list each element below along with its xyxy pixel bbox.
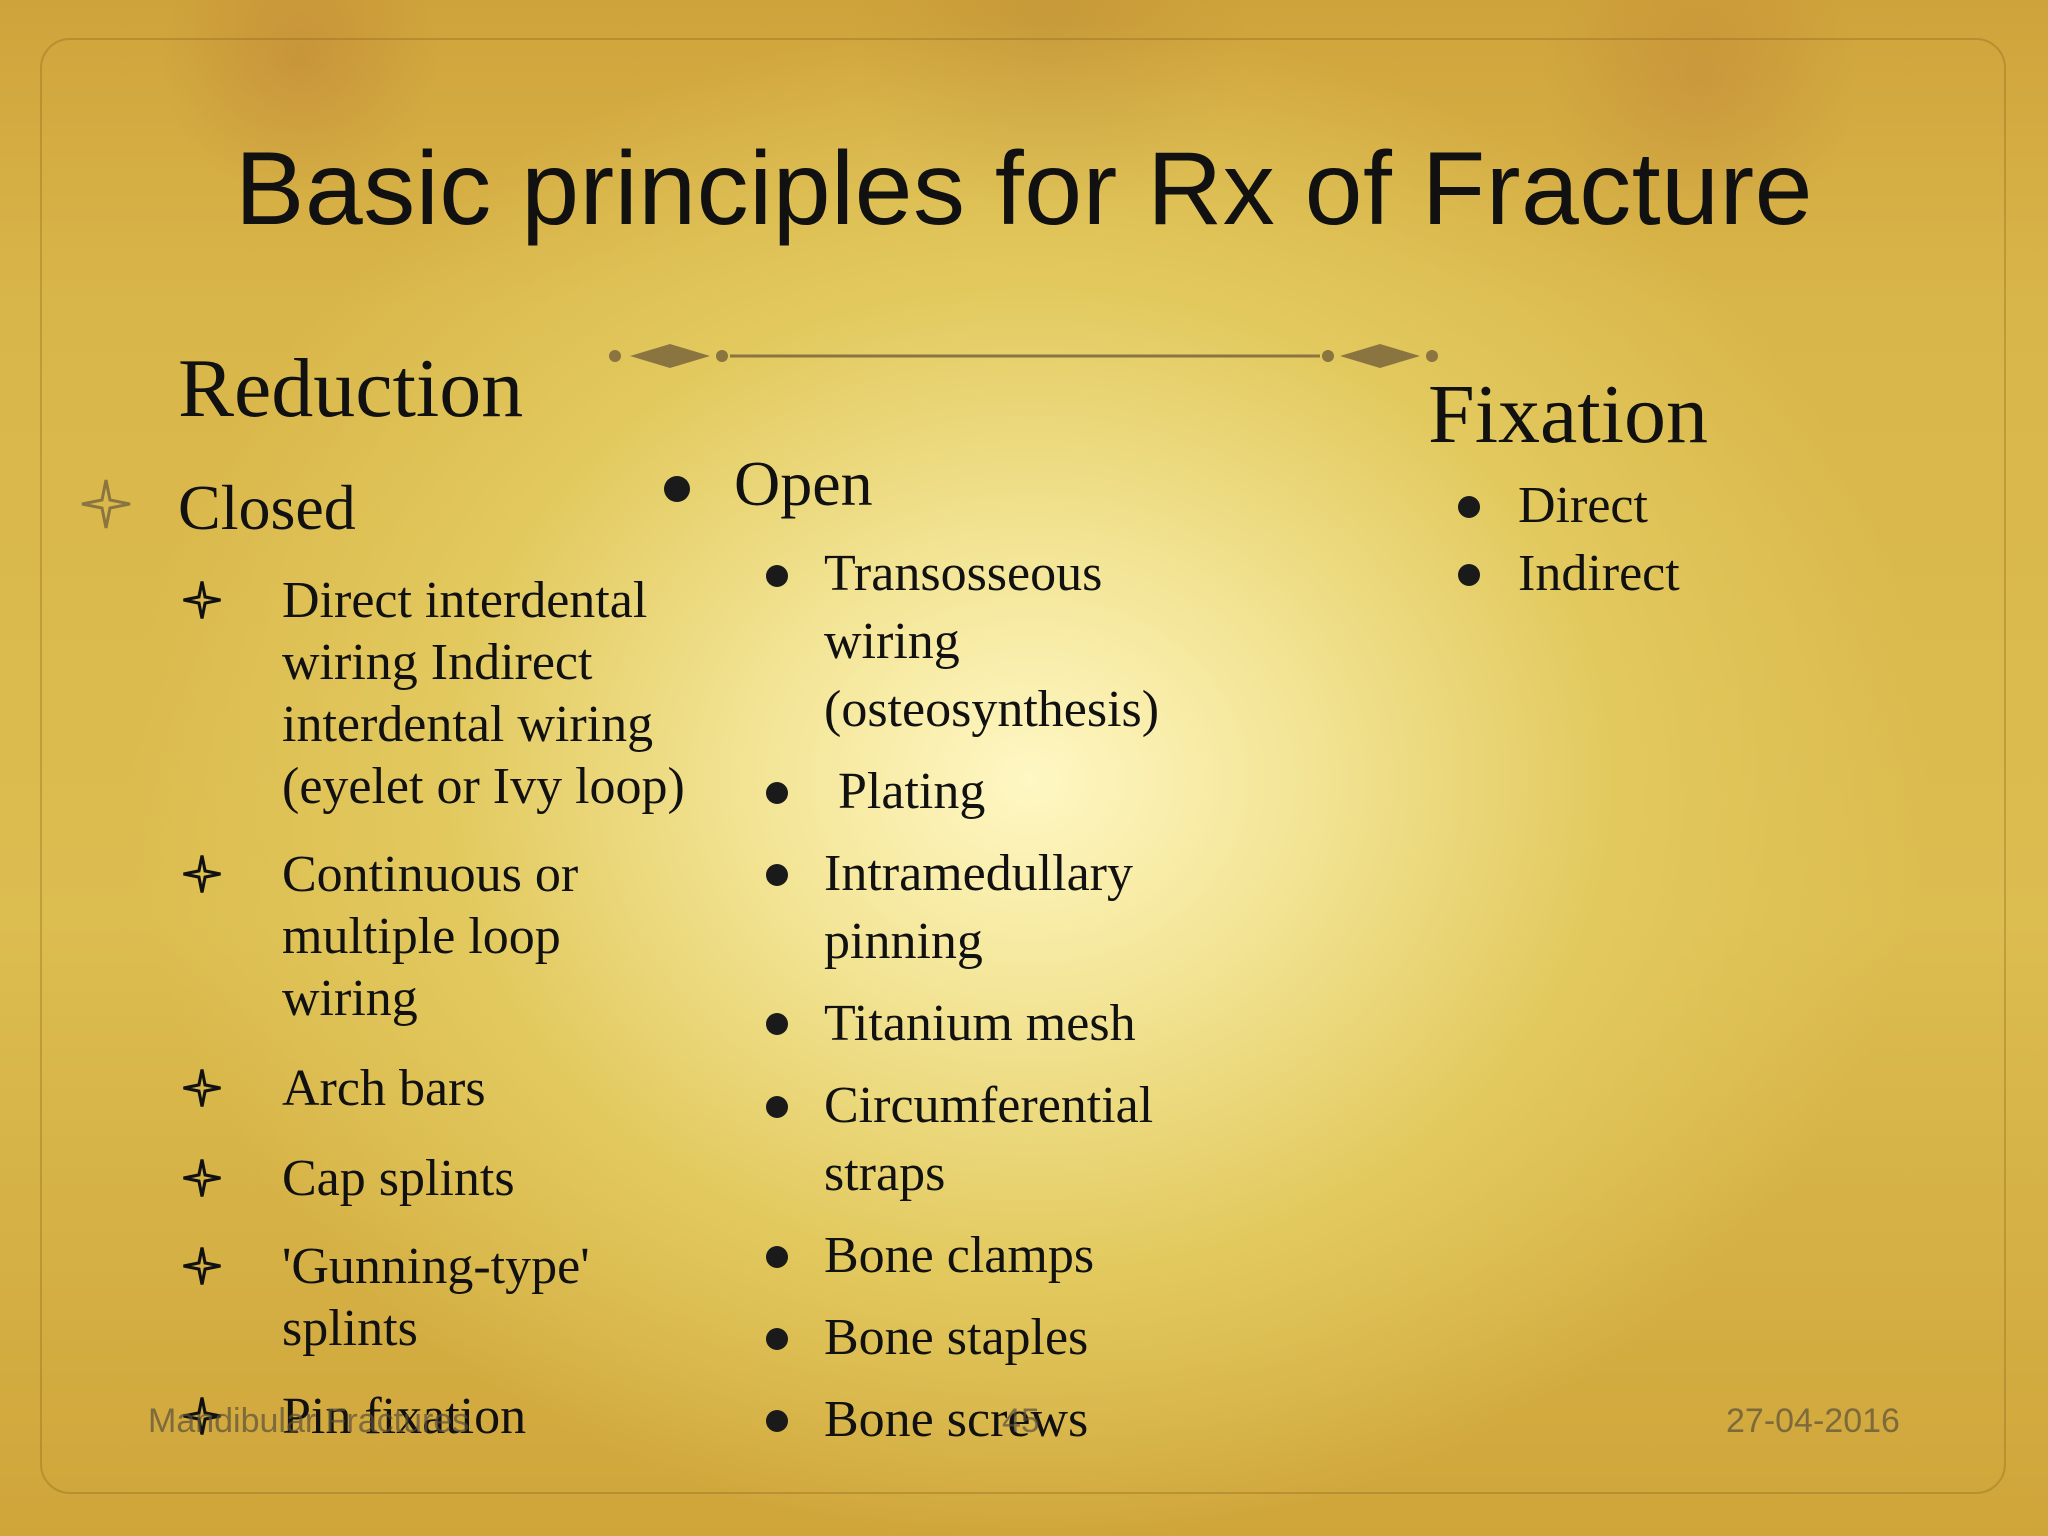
closed-item-line: Arch bars [282, 1060, 486, 1117]
open-item-line: Bone staples [824, 1309, 1089, 1366]
closed-item-3-star-icon [183, 1069, 221, 1107]
closed-item-line: splints [282, 1300, 418, 1357]
open-item-line: Bone screws [824, 1391, 1089, 1448]
closed-item-4-star-icon [183, 1159, 221, 1197]
open-item-bullet-icon [766, 1246, 788, 1268]
closed-item-line: wiring Indirect [282, 634, 593, 691]
open-item-bullet-icon [766, 1096, 788, 1118]
open-label: Open [734, 448, 873, 519]
open-item-line: Titanium mesh [824, 995, 1136, 1052]
background-stamps [0, 0, 2048, 200]
open-item-bullet-icon [766, 1410, 788, 1432]
reduction-heading: Reduction [178, 342, 524, 435]
closed-item-2-star-icon [183, 855, 221, 893]
slide-frame [40, 38, 2006, 1494]
divider-ornament-icon [609, 344, 1438, 368]
closed-item-line: interdental wiring [282, 696, 654, 753]
fixation-bullet-icon [1458, 496, 1480, 518]
open-item-line: wiring [824, 613, 960, 670]
closed-item-line: wiring [282, 970, 418, 1027]
closed-star-icon [81, 479, 131, 529]
open-item-line: Circumferential [824, 1077, 1154, 1134]
open-item-line: pinning [824, 913, 983, 970]
closed-item-6-star-icon [183, 1397, 221, 1435]
open-item-line: Transosseous [824, 545, 1103, 602]
closed-item-line: Pin fixation [282, 1388, 527, 1445]
fixation-item-direct: Direct [1518, 477, 1648, 534]
closed-item-1-star-icon [183, 581, 221, 619]
open-item-bullet-icon [766, 1013, 788, 1035]
fixation-bullet-icon [1458, 564, 1480, 586]
open-item-line: Bone clamps [824, 1227, 1095, 1284]
closed-item-line: multiple loop [282, 908, 561, 965]
open-item-bullet-icon [766, 782, 788, 804]
fixation-item-indirect: Indirect [1518, 545, 1680, 602]
closed-item-line: Cap splints [282, 1150, 515, 1207]
footer-page-number: 45 [1002, 1402, 1040, 1440]
open-item-bullet-icon [766, 565, 788, 587]
open-item-bullet-icon [766, 864, 788, 886]
closed-item-line: 'Gunning-type' [282, 1238, 590, 1295]
open-bullet-icon [664, 476, 690, 502]
closed-item-line: Continuous or [282, 846, 579, 903]
slide-title: Basic principles for Rx of Fracture [234, 131, 1813, 247]
footer-date: 27-04-2016 [1726, 1402, 1900, 1440]
open-item-line: Intramedullary [824, 845, 1133, 902]
closed-label: Closed [178, 472, 356, 543]
footer-title: Mandibular Fractures [148, 1402, 470, 1440]
closed-item-5-star-icon [183, 1247, 221, 1285]
open-item-line: straps [824, 1145, 946, 1202]
open-item-bullet-icon [766, 1328, 788, 1350]
closed-item-line: (eyelet or Ivy loop) [282, 758, 685, 815]
open-item-line: Plating [838, 763, 986, 820]
open-item-line: (osteosynthesis) [824, 681, 1160, 738]
fixation-heading: Fixation [1428, 368, 1709, 461]
closed-item-line: Direct interdental [282, 572, 648, 629]
